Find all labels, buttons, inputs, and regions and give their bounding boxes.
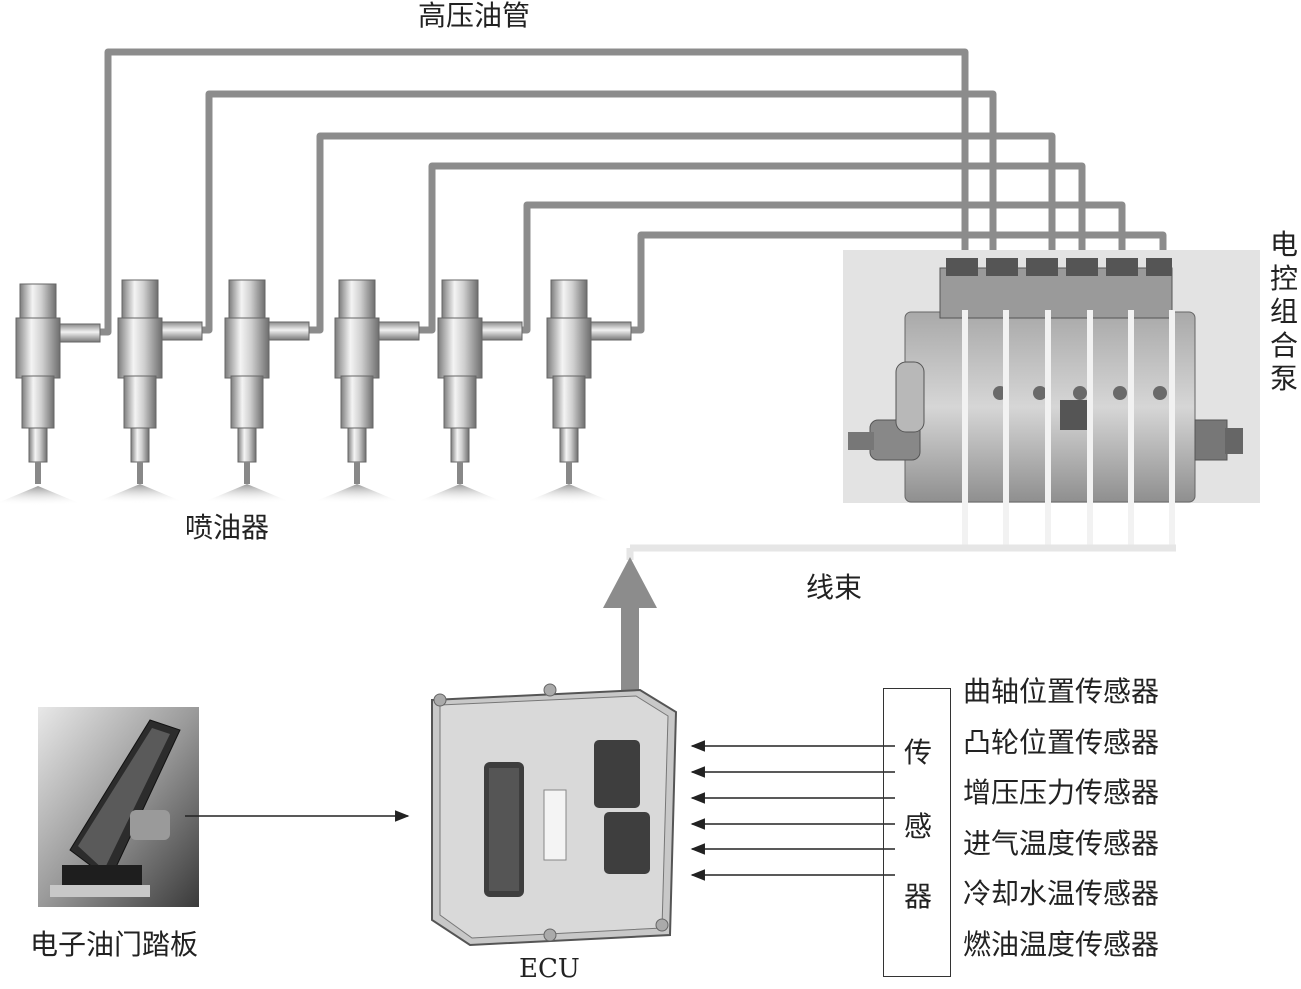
sensor-item-fuel-temp: 燃油温度传感器 <box>963 927 1160 961</box>
injector-6 <box>521 279 632 504</box>
high-pressure-pipes <box>98 48 1167 336</box>
sensor-item-crankshaft: 曲轴位置传感器 <box>963 675 1160 708</box>
sensor-item-boost-pressure: 增压压力传感器 <box>963 776 1160 809</box>
pump-label-char-5: 泵 <box>1269 362 1298 396</box>
pedal-label: 电子油门踏板 <box>30 928 199 961</box>
pump-label-char-4: 合 <box>1269 328 1298 362</box>
sensor-box-char-3: 器 <box>903 880 932 913</box>
pipe-6 <box>626 231 1167 334</box>
pipe-4 <box>410 162 1086 334</box>
injector-2 <box>92 279 203 504</box>
pipe-1 <box>98 48 969 336</box>
pump-label-char-2: 控 <box>1269 261 1298 295</box>
pipe-5 <box>516 201 1126 334</box>
accelerator-pedal-image <box>38 707 199 907</box>
injector-1 <box>0 283 101 506</box>
pump-label: 电 控 组 合 泵 <box>1267 228 1301 396</box>
injector-5 <box>412 279 523 504</box>
sensor-box-char-2: 感 <box>903 810 932 843</box>
ecu-unit <box>431 683 678 947</box>
electronic-pump <box>843 250 1260 503</box>
injector-3 <box>199 279 310 504</box>
pipe-2 <box>200 90 997 334</box>
sensor-item-camshaft: 凸轮位置传感器 <box>963 725 1160 759</box>
wire-harness <box>962 310 1175 548</box>
high-pressure-pipe-label: 高压油管 <box>418 0 531 32</box>
harness-label: 线束 <box>806 571 863 604</box>
sensor-arrows <box>690 740 895 881</box>
sensor-box-char-1: 传 <box>903 736 932 769</box>
injector-group <box>0 279 632 506</box>
sensor-list: 曲轴位置传感器 凸轮位置传感器 增压压力传感器 进气温度传感器 冷却水温传感器 … <box>963 678 1159 981</box>
pump-label-char-1: 电 <box>1269 228 1298 261</box>
ecu-output-arrow <box>603 557 657 695</box>
ecu-label: ECU <box>519 954 580 984</box>
injector-label: 喷油器 <box>185 511 270 544</box>
sensor-item-intake-temp: 进气温度传感器 <box>963 826 1160 860</box>
pump-label-char-3: 组 <box>1269 295 1298 329</box>
pipe-3 <box>308 132 1056 334</box>
injector-4 <box>309 279 420 504</box>
sensor-box: 传 感 器 <box>883 688 951 977</box>
sensor-item-coolant-temp: 冷却水温传感器 <box>963 877 1160 910</box>
